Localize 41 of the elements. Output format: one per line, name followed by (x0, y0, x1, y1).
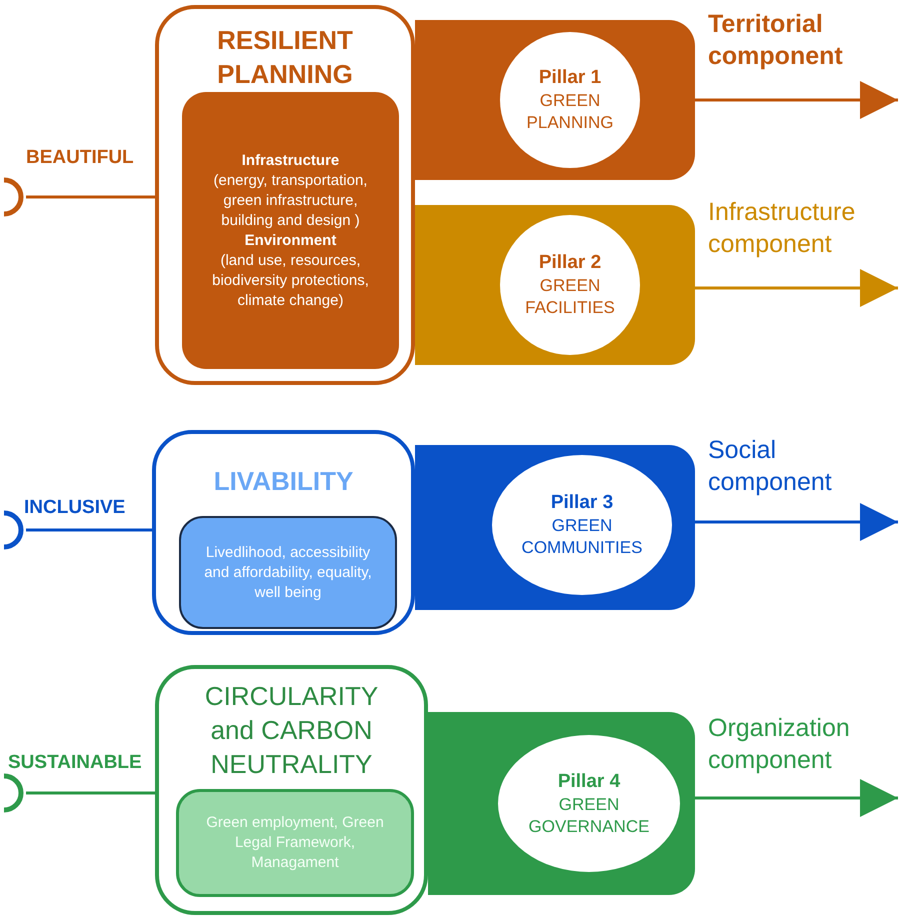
pillar-name: GREEN FACILITIES (524, 275, 616, 319)
pillar-name: GREEN GOVERNANCE (528, 794, 650, 838)
description-box (176, 789, 414, 897)
category-panel (155, 665, 428, 915)
category-panel (155, 5, 415, 385)
edge-label: Social component (708, 435, 833, 498)
edge-label: SUSTAINABLE (8, 751, 142, 775)
arrow (695, 503, 898, 541)
pillar-number: Pillar 4 (558, 770, 620, 794)
description-text: (energy, transportation, green infrastructure, building and design ) (212, 170, 368, 230)
pillar-number: Pillar 3 (550, 491, 614, 515)
connector-line (26, 196, 155, 198)
pillar-band (415, 205, 695, 365)
pillar-band (428, 712, 695, 895)
arrow (695, 269, 898, 307)
description-text: (land use, resources, biodiversity protections, climate change) (211, 250, 370, 310)
connector-line (26, 528, 152, 532)
arrow (695, 779, 898, 817)
panel-title: RESILIENT PLANNING (216, 24, 354, 91)
pillar-number: Pillar 2 (538, 251, 602, 275)
edge-label: Organization component (708, 713, 851, 776)
pillar-name: GREEN COMMUNITIES (520, 515, 644, 559)
connector-line (26, 792, 155, 794)
category-panel (152, 430, 415, 635)
pillar-band (415, 445, 695, 610)
edge-label: Territorial component (708, 9, 844, 72)
description-box (179, 516, 397, 629)
pillar-name: GREEN PLANNING (526, 90, 614, 134)
panel-title: LIVABILITY (212, 465, 354, 498)
arrow (695, 81, 898, 119)
description-heading: Infrastructure (240, 150, 340, 170)
description-box (182, 92, 399, 369)
edge-label: BEAUTIFUL (26, 146, 134, 170)
pillar-number: Pillar 1 (538, 66, 602, 90)
description-text: Livedlihood, accessibility and affordability, equality, well being (203, 542, 373, 602)
edge-label: Infrastructure component (708, 197, 856, 260)
pillar-band (415, 20, 695, 180)
panel-title: CIRCULARITY and CARBON NEUTRALITY (204, 680, 380, 781)
description-heading: Environment (244, 230, 338, 250)
edge-label: INCLUSIVE (24, 496, 126, 520)
description-text: Green employment, Green Legal Framework, Managament (205, 813, 385, 873)
